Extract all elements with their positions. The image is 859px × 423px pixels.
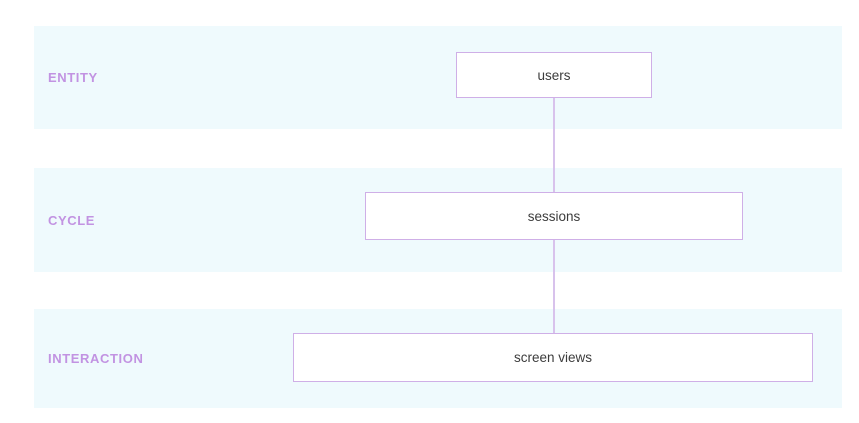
band-entity: ENTITY <box>34 26 842 129</box>
band-label-interaction: INTERACTION <box>48 351 144 366</box>
band-label-entity: ENTITY <box>48 70 98 85</box>
node-users: users <box>456 52 652 98</box>
node-screen-views: screen views <box>293 333 813 382</box>
band-label-cycle: CYCLE <box>48 212 96 228</box>
node-sessions: sessions <box>365 192 743 240</box>
connector-sessions-screen-views <box>553 238 555 335</box>
connector-users-sessions <box>553 96 555 194</box>
